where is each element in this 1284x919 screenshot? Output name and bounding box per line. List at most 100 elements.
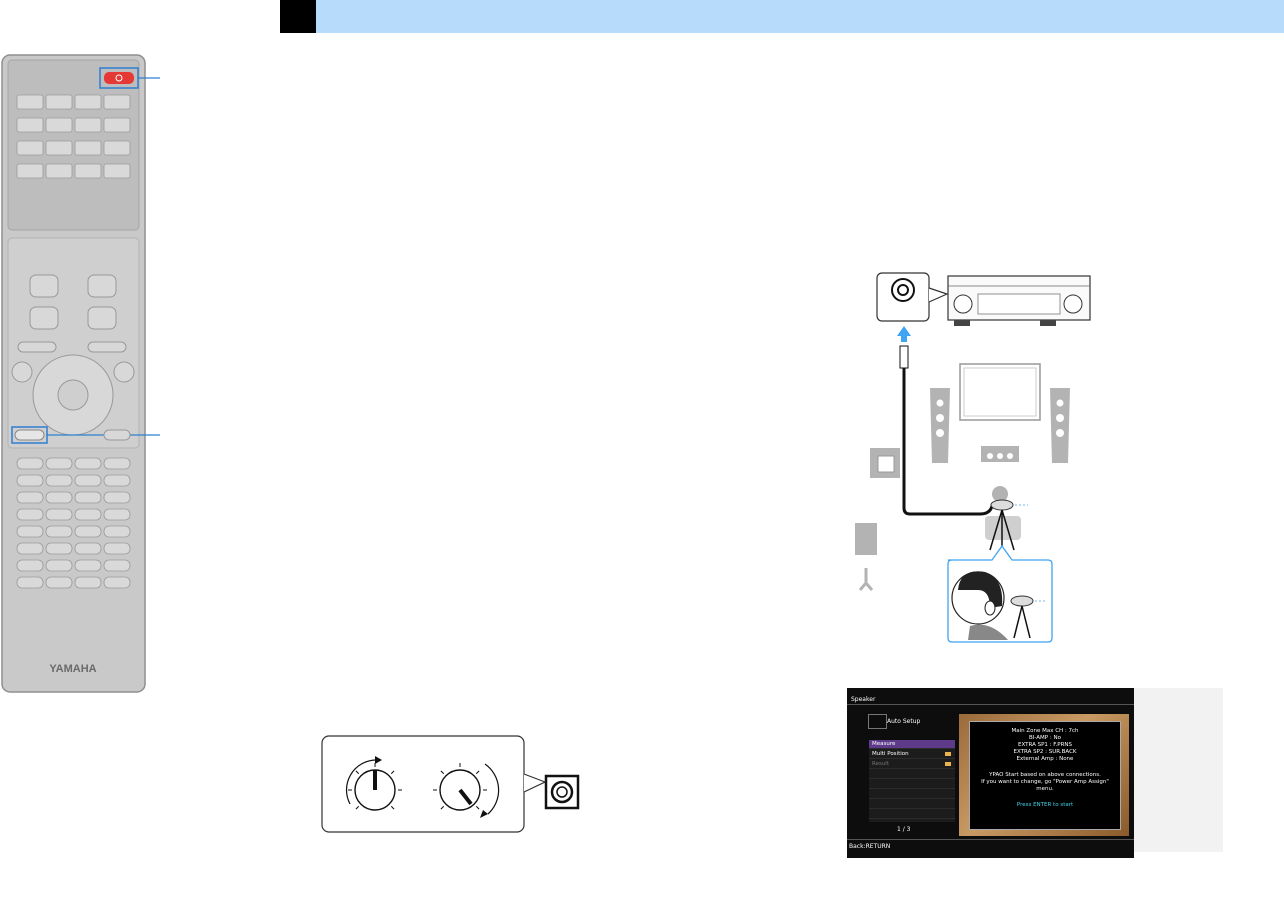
screenshot-backdrop bbox=[1133, 688, 1223, 852]
screen-title: Speaker bbox=[851, 696, 876, 703]
screen-bottom-divider bbox=[847, 839, 1134, 840]
dial-callout bbox=[321, 735, 525, 833]
message-line: If you want to change, go "Power Amp Ass… bbox=[981, 779, 1109, 785]
tv-menu-screenshot: Speaker Auto Setup Measure Multi Positio… bbox=[847, 688, 1134, 858]
auto-setup-icon bbox=[868, 714, 887, 729]
remote-brand-logo: YAMAHA bbox=[49, 663, 96, 675]
remote-button bbox=[16, 163, 44, 179]
menu-empty-row bbox=[869, 810, 955, 819]
dial-tick bbox=[355, 805, 360, 810]
remote-button bbox=[16, 457, 44, 470]
dial-tick bbox=[355, 770, 360, 775]
remote-button bbox=[45, 117, 73, 133]
remote-button bbox=[103, 117, 131, 133]
info-line: Main Zone Max CH : 7ch bbox=[1011, 728, 1079, 734]
remote-button bbox=[74, 117, 102, 133]
header-bar bbox=[280, 0, 1284, 33]
remote-button bbox=[103, 559, 131, 572]
header-tab bbox=[280, 0, 316, 33]
menu-item-label: Result bbox=[872, 761, 889, 767]
remote-button bbox=[45, 457, 73, 470]
remote-button bbox=[74, 559, 102, 572]
menu-empty-row bbox=[869, 800, 955, 809]
dial-tick bbox=[390, 770, 395, 775]
remote-button bbox=[16, 525, 44, 538]
remote-button bbox=[103, 491, 131, 504]
info-line: EXTRA SP2 : SUR.BACK bbox=[1013, 749, 1077, 755]
remote-button bbox=[45, 508, 73, 521]
dial-tick bbox=[440, 805, 445, 810]
remote-button bbox=[74, 140, 102, 156]
remote-button bbox=[16, 576, 44, 589]
remote-button bbox=[74, 542, 102, 555]
remote-button bbox=[74, 474, 102, 487]
remote-button bbox=[16, 542, 44, 555]
page-indicator: 1 / 3 bbox=[897, 826, 911, 833]
menu-item-measure[interactable]: Measure bbox=[869, 740, 955, 749]
remote-button bbox=[45, 542, 73, 555]
dial-tick bbox=[440, 770, 445, 775]
auto-setup-label: Auto Setup bbox=[887, 718, 921, 725]
remote-button bbox=[103, 474, 131, 487]
remote-button bbox=[74, 491, 102, 504]
remote-button bbox=[45, 576, 73, 589]
menu-empty-row bbox=[869, 790, 955, 799]
remote-button bbox=[16, 94, 44, 110]
remote-button bbox=[74, 457, 102, 470]
remote-button bbox=[45, 163, 73, 179]
power-icon bbox=[115, 74, 123, 82]
remote-button bbox=[103, 163, 131, 179]
remote-button bbox=[74, 94, 102, 110]
remote-control-illustration: YAMAHA bbox=[1, 54, 160, 693]
ypao-connection-diagram bbox=[855, 272, 1091, 643]
remote-button bbox=[103, 94, 131, 110]
folder-icon bbox=[945, 762, 951, 766]
remote-button bbox=[45, 525, 73, 538]
remote-button bbox=[103, 508, 131, 521]
power-button bbox=[104, 72, 134, 84]
menu-empty-row bbox=[869, 770, 955, 779]
menu-item-result[interactable]: Result bbox=[869, 760, 955, 769]
remote-button bbox=[16, 117, 44, 133]
info-panel-inner: Main Zone Max CH : 7ch BI-AMP : No EXTRA… bbox=[969, 721, 1121, 830]
message-line: YPAO Start based on above connections. bbox=[989, 772, 1101, 778]
folder-icon bbox=[945, 752, 951, 756]
screen-divider bbox=[847, 704, 1134, 705]
remote-button bbox=[16, 508, 44, 521]
remote-button bbox=[74, 508, 102, 521]
ypao-microphone bbox=[990, 499, 1014, 511]
surround-left-speaker bbox=[855, 523, 877, 555]
remote-button bbox=[45, 559, 73, 572]
menu-empty-row bbox=[869, 780, 955, 789]
info-line: EXTRA SP1 : F.PRNS bbox=[1017, 742, 1073, 748]
dial-tick bbox=[390, 805, 395, 810]
info-line: BI-AMP : No bbox=[1029, 735, 1061, 741]
back-hint: Back:RETURN bbox=[849, 843, 891, 850]
remote-button bbox=[74, 576, 102, 589]
remote-button bbox=[45, 94, 73, 110]
remote-button bbox=[16, 474, 44, 487]
dial-tick bbox=[475, 770, 480, 775]
microphone-cable bbox=[902, 368, 994, 516]
menu-item-multi-position[interactable]: Multi Position bbox=[869, 750, 955, 759]
tv-screen bbox=[959, 363, 1041, 421]
info-panel: Main Zone Max CH : 7ch BI-AMP : No EXTRA… bbox=[959, 714, 1129, 836]
remote-button bbox=[45, 140, 73, 156]
remote-button bbox=[45, 491, 73, 504]
remote-button bbox=[74, 525, 102, 538]
front-right-speaker bbox=[1050, 388, 1070, 463]
remote-button bbox=[74, 163, 102, 179]
screen-menu-list: Measure Multi Position Result bbox=[869, 740, 955, 822]
info-line: External Amp : None bbox=[1016, 756, 1074, 762]
remote-button bbox=[16, 140, 44, 156]
remote-button bbox=[103, 542, 131, 555]
remote-button bbox=[45, 474, 73, 487]
remote-button bbox=[16, 559, 44, 572]
remote-button bbox=[16, 491, 44, 504]
plug-arrow bbox=[897, 326, 911, 342]
subwoofer-dial-illustration bbox=[321, 735, 580, 833]
dial-tick bbox=[475, 805, 480, 810]
remote-button bbox=[103, 525, 131, 538]
message-line: menu. bbox=[1036, 786, 1054, 792]
start-prompt: Press ENTER to start bbox=[1016, 802, 1074, 808]
